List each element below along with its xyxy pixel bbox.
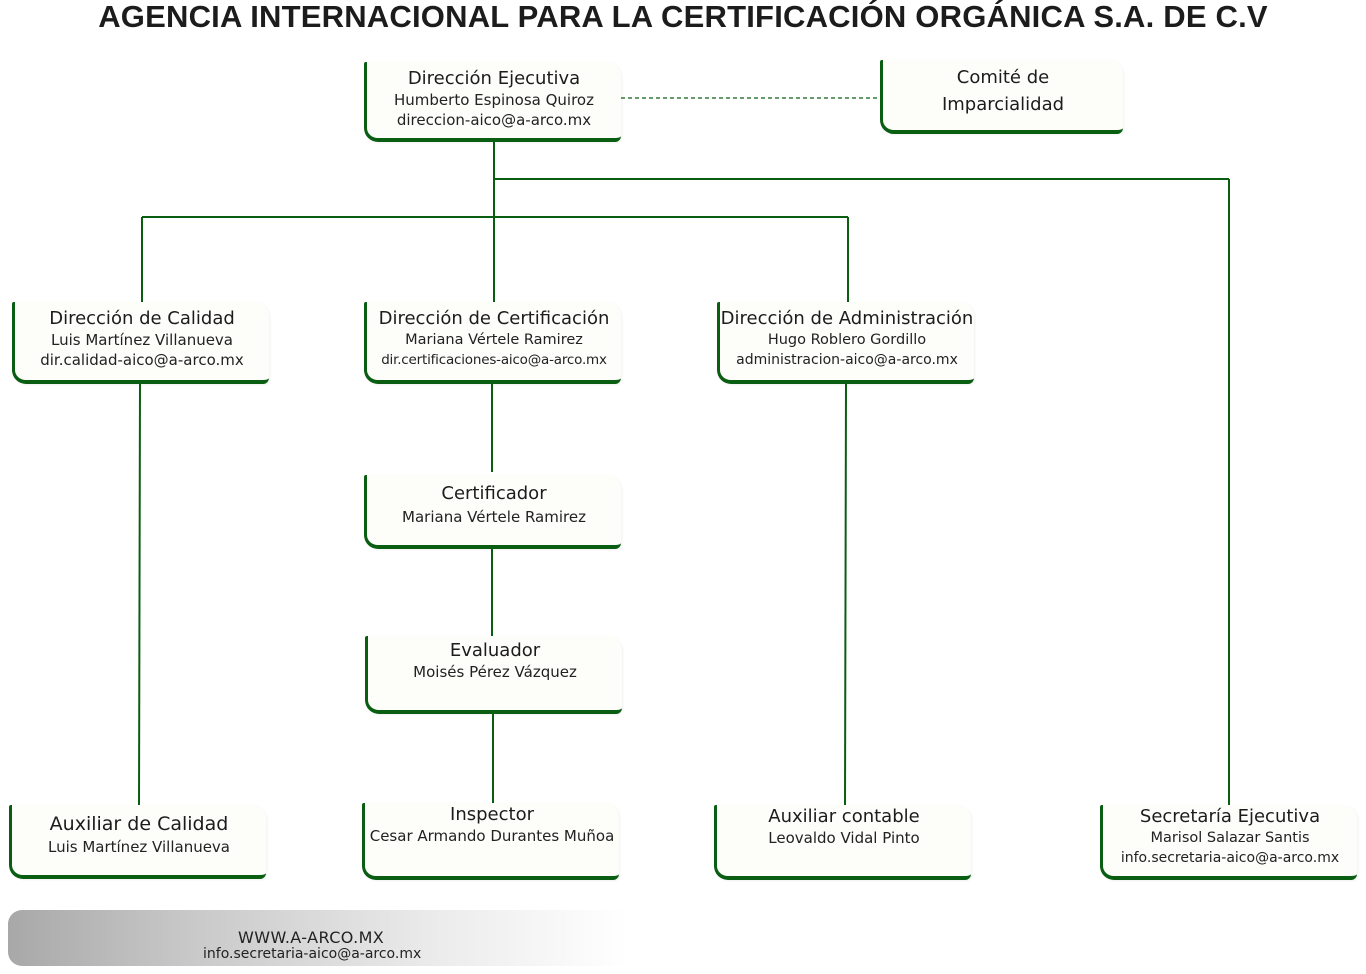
node-person: Cesar Armando Durantes Muñoa [369,827,615,845]
node-person: Mariana Vértele Ramirez [402,508,586,526]
connector-aux-calidad [138,383,141,806]
node-title: Inspector [450,804,534,825]
node-title: Dirección de Certificación [378,308,610,329]
footer-bar: WWW.A-ARCO.MX info.secretaria-aico@a-arc… [8,910,628,966]
node-email: dir.certificaciones-aico@a-arco.mx [381,352,607,368]
node-person: Moisés Pérez Vázquez [413,663,577,681]
node-person: Hugo Roblero Gordillo [767,332,927,348]
node-title: Secretaría Ejecutiva [1139,806,1321,827]
node-inspector: Inspector Cesar Armando Durantes Muñoa [362,803,619,880]
node-title: Evaluador [449,640,541,661]
node-email: dir.calidad-aico@a-arco.mx [40,351,244,369]
node-person: Luis Martínez Villanueva [50,331,233,349]
node-direccion-ejecutiva: Dirección Ejecutiva Humberto Espinosa Qu… [364,62,621,142]
node-title: Comité de [956,67,1050,88]
node-auxiliar-contable: Auxiliar contable Leovaldo Vidal Pinto [714,805,971,880]
node-person: Luis Martínez Villanueva [47,838,230,856]
node-person: Leovaldo Vidal Pinto [768,829,920,847]
node-person: Marisol Salazar Santis [1150,830,1310,846]
node-title: Dirección Ejecutiva [407,68,581,89]
node-person: Humberto Espinosa Quiroz [394,91,594,109]
node-auxiliar-calidad: Auxiliar de Calidad Luis Martínez Villan… [9,805,266,879]
node-direccion-administracion: Dirección de Administración Hugo Roblero… [717,302,974,384]
node-direccion-calidad: Dirección de Calidad Luis Martínez Villa… [12,302,269,384]
node-person: Mariana Vértele Ramirez [405,332,583,348]
footer-email[interactable]: info.secretaria-aico@a-arco.mx [203,946,422,962]
connector-aux-contable [844,383,847,806]
node-email: info.secretaria-aico@a-arco.mx [1120,850,1340,866]
node-direccion-certificacion: Dirección de Certificación Mariana Vérte… [364,302,621,384]
page-title: AGENCIA INTERNACIONAL PARA LA CERTIFICAC… [98,0,1268,34]
node-secretaria-ejecutiva: Secretaría Ejecutiva Marisol Salazar San… [1100,805,1357,880]
node-title: Auxiliar contable [768,806,920,827]
node-title: Certificador [441,483,547,504]
footer-website[interactable]: WWW.A-ARCO.MX [238,928,385,947]
node-title: Dirección de Administración [720,308,974,329]
node-title: Auxiliar de Calidad [49,813,229,835]
node-title: Dirección de Calidad [49,308,235,329]
node-evaluador: Evaluador Moisés Pérez Vázquez [365,636,622,714]
node-certificador: Certificador Mariana Vértele Ramirez [364,475,621,549]
node-title-line2: Imparcialidad [941,94,1065,115]
node-comite-imparcialidad: Comité de Imparcialidad [880,60,1123,134]
node-email: direccion-aico@a-arco.mx [396,111,592,129]
node-email: administracion-aico@a-arco.mx [736,352,958,368]
